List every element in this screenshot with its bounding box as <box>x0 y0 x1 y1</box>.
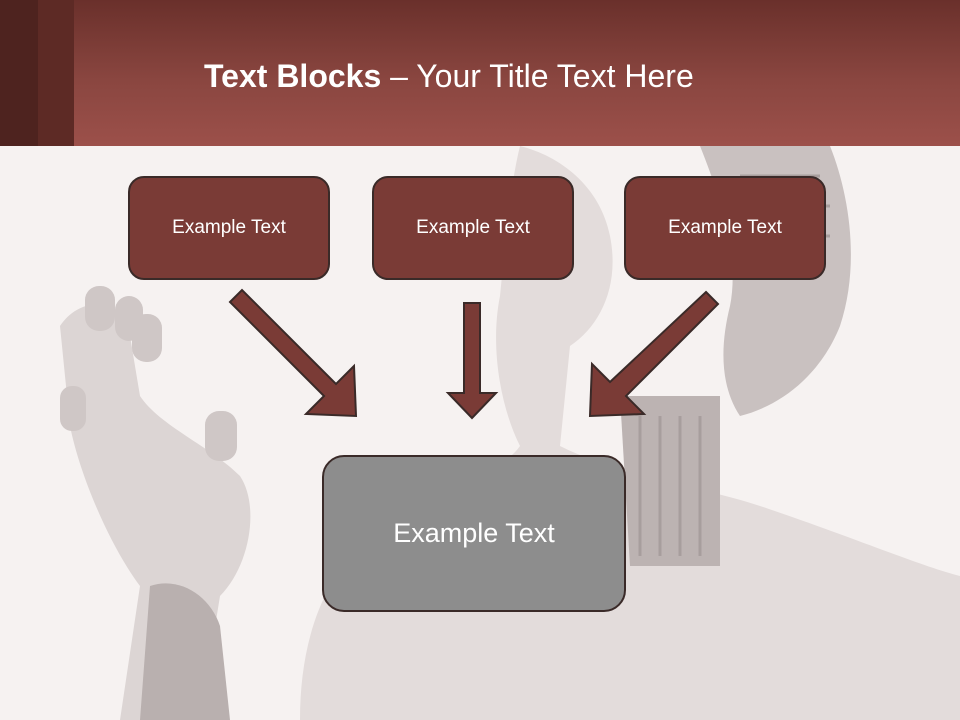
slide-title-separator: – <box>381 58 417 94</box>
text-block-1-label: Example Text <box>172 217 286 238</box>
title-bar <box>0 0 960 146</box>
text-block-3[interactable]: Example Text <box>624 176 826 280</box>
result-block-label: Example Text <box>393 518 555 548</box>
accent-strip <box>38 0 74 146</box>
slide-title-bold: Text Blocks <box>204 58 382 94</box>
text-block-1[interactable]: Example Text <box>128 176 330 280</box>
result-block[interactable]: Example Text <box>322 455 626 612</box>
text-block-3-label: Example Text <box>668 217 782 238</box>
text-block-2[interactable]: Example Text <box>372 176 574 280</box>
text-block-2-label: Example Text <box>416 217 530 238</box>
accent-strip-dark <box>0 0 38 146</box>
slide-title-text: Your Title Text Here <box>416 58 694 94</box>
slide-title[interactable]: Text Blocks – Your Title Text Here <box>204 54 694 98</box>
